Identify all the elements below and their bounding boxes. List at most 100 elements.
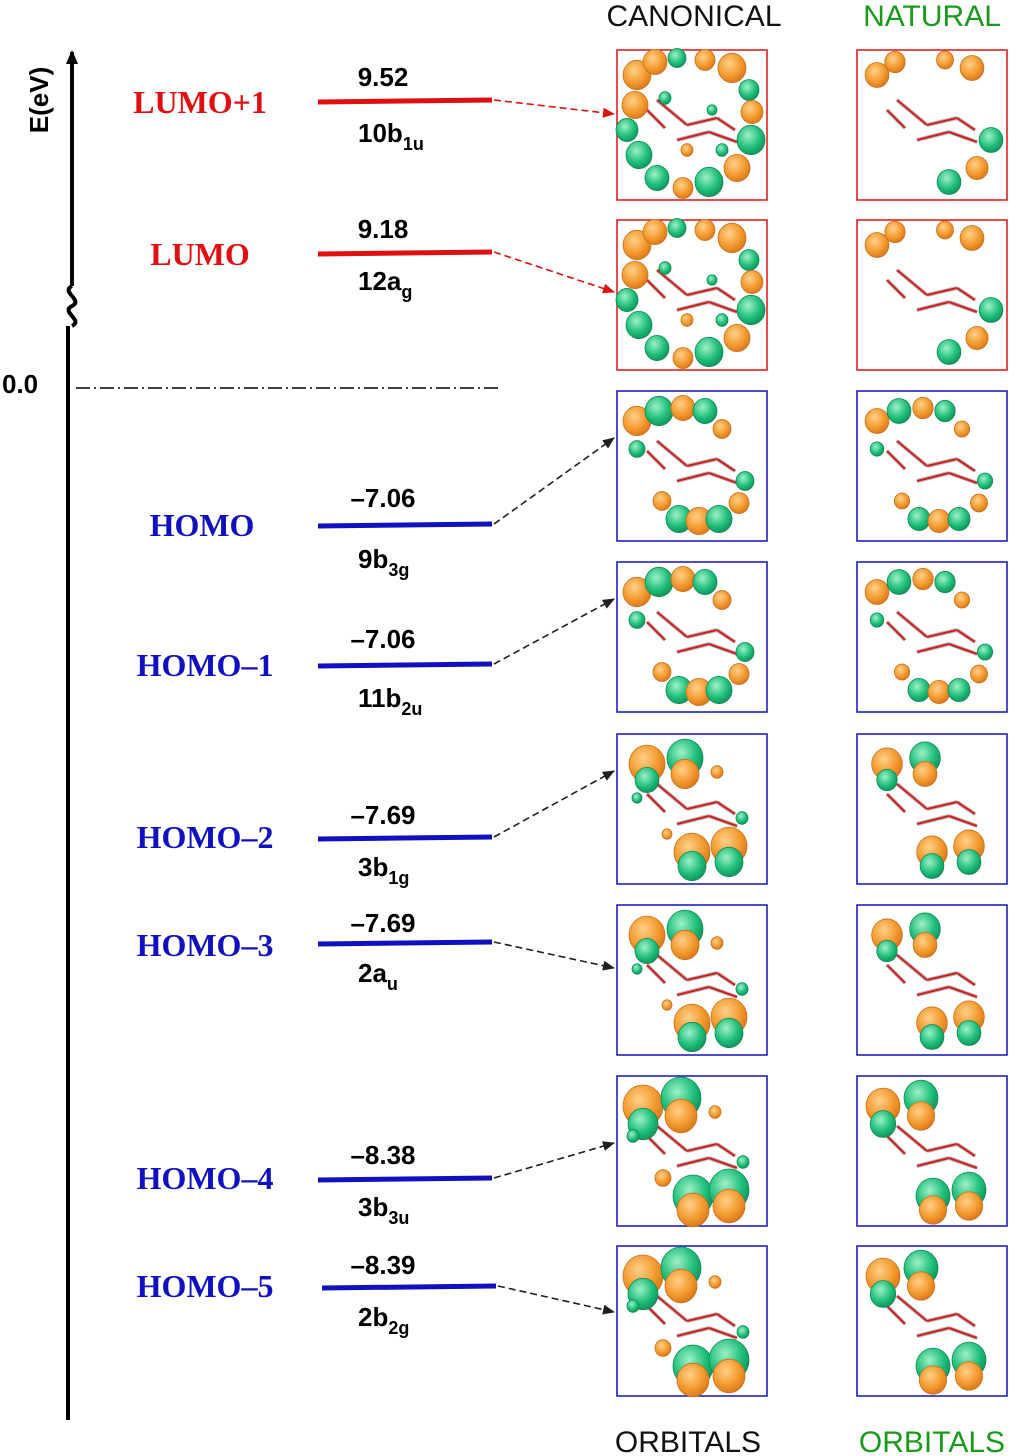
molecule-bond-core <box>926 629 958 638</box>
orbital-lobe-negative <box>615 288 639 312</box>
molecule-bond-core <box>676 301 710 311</box>
orbital-lobe-positive <box>621 90 649 120</box>
orbital-lobe-negative <box>976 472 994 490</box>
molecule-bond-core <box>716 1313 736 1327</box>
molecule-bond-core <box>716 1143 736 1157</box>
connector-arrow <box>493 1141 615 1179</box>
natural-orbital-panel-0 <box>856 49 1008 201</box>
orbital-lobe-negative <box>667 218 687 238</box>
molecule-bond-core <box>948 301 978 313</box>
orbital-lobe-positive <box>670 929 700 961</box>
energy-level-line <box>317 249 493 257</box>
molecule-bond-core <box>676 986 710 996</box>
molecule-bond-core <box>896 1125 928 1152</box>
molecule-bond-core <box>886 109 906 129</box>
connector-arrow <box>497 1285 615 1315</box>
molecule-bond-core <box>916 1157 950 1167</box>
orbital-lobe-positive <box>652 662 672 682</box>
orbital-lobe-positive <box>965 325 989 351</box>
molecule-bond-core <box>646 1305 666 1325</box>
orbital-lobe-negative <box>634 938 660 965</box>
orbital-lobe-positive <box>708 1275 722 1289</box>
orbital-lobe-negative <box>644 395 674 427</box>
energy-level-line <box>321 1283 497 1291</box>
orbital-lobe-negative <box>644 566 674 598</box>
orbital-lobe-positive <box>740 100 764 124</box>
molecule-bond-core <box>926 117 958 126</box>
orbital-lobe-negative <box>626 1129 640 1143</box>
orbital-lobe-positive <box>907 1271 936 1301</box>
molecule-bond-core <box>646 1135 666 1155</box>
molecule-bond-core <box>956 801 976 815</box>
orbital-lobe-positive <box>670 758 700 790</box>
energy-level-line <box>317 1175 493 1183</box>
orbital-lobe-negative <box>869 612 885 628</box>
molecule-bond-core <box>646 621 666 641</box>
level-symmetry: 3b3u <box>358 1192 409 1228</box>
connector-arrow <box>493 99 615 118</box>
molecule-bond-core <box>716 287 736 301</box>
level-energy: –7.69 <box>350 908 415 938</box>
symmetry-subscript: 1g <box>388 868 409 888</box>
orbital-lobe-positive <box>884 50 906 74</box>
orbital-lobe-positive <box>728 663 750 685</box>
level-name: LUMO+1 <box>133 84 267 120</box>
natural-orbital-panel-4 <box>856 733 1008 885</box>
orbital-lobe-positive <box>712 1358 746 1394</box>
molecule-bond-core <box>956 287 976 301</box>
orbital-lobe-positive <box>652 491 672 511</box>
orbital-lobe-negative <box>705 675 733 705</box>
orbital-lobe-negative <box>735 811 749 825</box>
molecule-bond-core <box>886 793 906 813</box>
molecule-bond-core <box>948 472 978 484</box>
level-name: HOMO–5 <box>137 1268 274 1304</box>
orbital-lobe-negative <box>956 1020 982 1046</box>
molecule-bond-core <box>676 1157 710 1167</box>
molecule-bond-core <box>676 643 710 653</box>
orbital-lobe-positive <box>728 492 750 514</box>
orbital-lobe-positive <box>912 396 934 420</box>
molecule-bond-core <box>886 621 906 641</box>
orbital-lobe-positive <box>740 270 764 294</box>
level-name: HOMO <box>150 507 255 543</box>
orbital-lobe-positive <box>959 225 985 251</box>
natural-orbital-panel-3 <box>856 561 1008 713</box>
orbital-lobe-positive <box>864 408 890 434</box>
level-energy: –8.39 <box>350 1250 415 1280</box>
molecule-bond-core <box>886 1135 906 1155</box>
orbital-lobe-positive <box>670 566 696 593</box>
orbital-lobe-positive <box>864 62 890 88</box>
molecule-bond-core <box>656 1295 688 1322</box>
orbital-lobe-negative <box>936 169 962 195</box>
molecule-bond-core <box>656 440 688 467</box>
canonical-header: CANONICAL <box>606 0 781 33</box>
orbital-lobe-positive <box>936 50 954 70</box>
molecule-bond-core <box>916 643 950 653</box>
orbital-lobe-negative <box>919 1024 945 1050</box>
orbital-lobe-positive <box>654 1339 672 1357</box>
orbital-lobe-negative <box>876 939 898 963</box>
molecule-bond-core <box>956 972 976 986</box>
orbital-lobe-positive <box>912 761 938 787</box>
orbital-lobe-positive <box>884 220 906 244</box>
orbital-lobe-negative <box>625 140 653 170</box>
molecule-bond-core <box>886 1305 906 1325</box>
natural-orbital-panel-1 <box>856 219 1008 371</box>
molecule-bond-core <box>646 793 666 813</box>
orbital-lobe-negative <box>907 677 931 703</box>
axis-label: E(eV) <box>24 67 54 133</box>
molecule-bond-core <box>708 131 738 143</box>
molecule-bond-core <box>926 972 958 981</box>
canonical-orbital-panel-6 <box>616 1075 768 1228</box>
orbital-lobe-positive <box>661 828 673 840</box>
orbital-lobe-negative <box>907 506 931 532</box>
symmetry-subscript: g <box>401 282 412 302</box>
orbital-lobe-negative <box>644 164 670 191</box>
orbital-lobe-negative <box>936 339 962 365</box>
molecule-bond-core <box>708 643 738 655</box>
level-name: HOMO–3 <box>137 927 274 963</box>
energy-level-line <box>317 834 493 842</box>
orbital-lobe-negative <box>738 249 760 271</box>
molecule-bond-core <box>686 458 718 467</box>
orbital-lobe-positive <box>676 1192 710 1228</box>
